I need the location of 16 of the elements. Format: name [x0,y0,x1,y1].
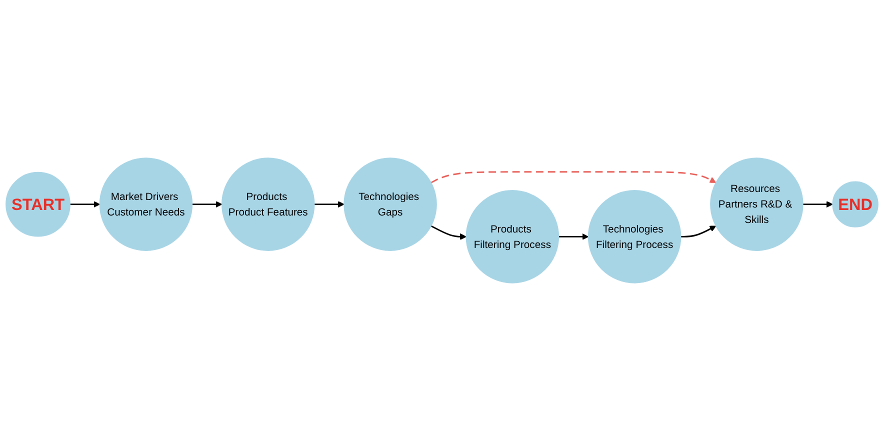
node-circle: Market Drivers Customer Needs [99,158,193,251]
arrow [558,233,589,240]
node-circle: Products Filtering Process [466,190,560,284]
arrow [802,201,833,208]
node-circle: Technologies Filtering Process [588,190,682,284]
arrow [430,225,466,240]
node-circle: Technologies Gaps [344,158,437,251]
arrow [192,201,222,208]
node-circle: START [6,172,70,237]
arrow [70,201,100,208]
node-circle: Resources Partners R&D & Skills [710,158,804,251]
node-circle: Products Product Features [222,158,315,251]
arrow [680,226,716,238]
arrow [430,171,716,184]
arrow [314,201,344,208]
node-circle: END [832,181,878,228]
